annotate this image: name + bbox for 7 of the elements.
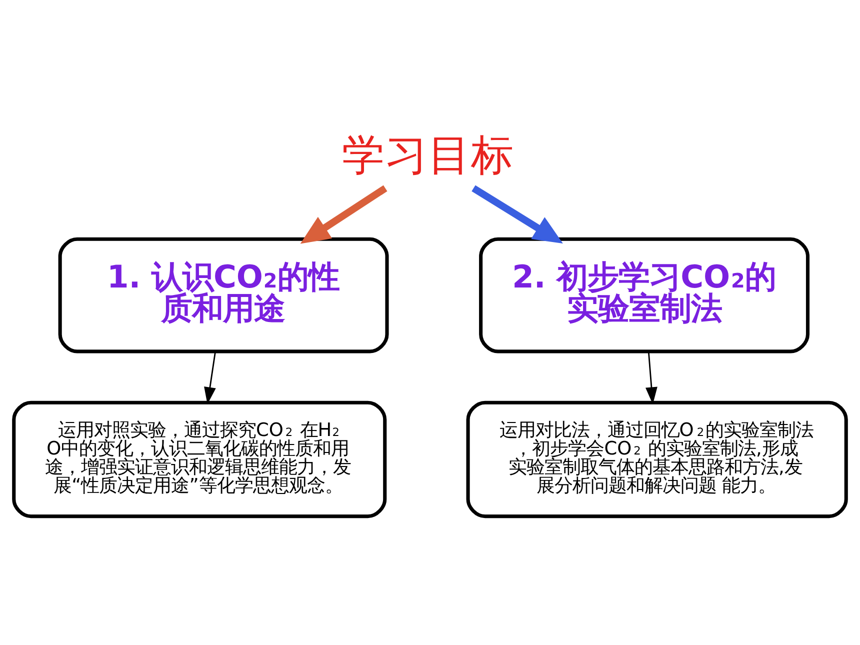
- arrow: [300, 184, 388, 244]
- arrow: [472, 184, 563, 244]
- node-box: 1. 认识CO2的性质和用途: [58, 236, 389, 353]
- arrow: [204, 351, 216, 404]
- node-text: 学习目标: [342, 130, 514, 180]
- arrow: [646, 351, 658, 404]
- node-box: 2. 初步学习CO2的实验室制法: [479, 236, 810, 353]
